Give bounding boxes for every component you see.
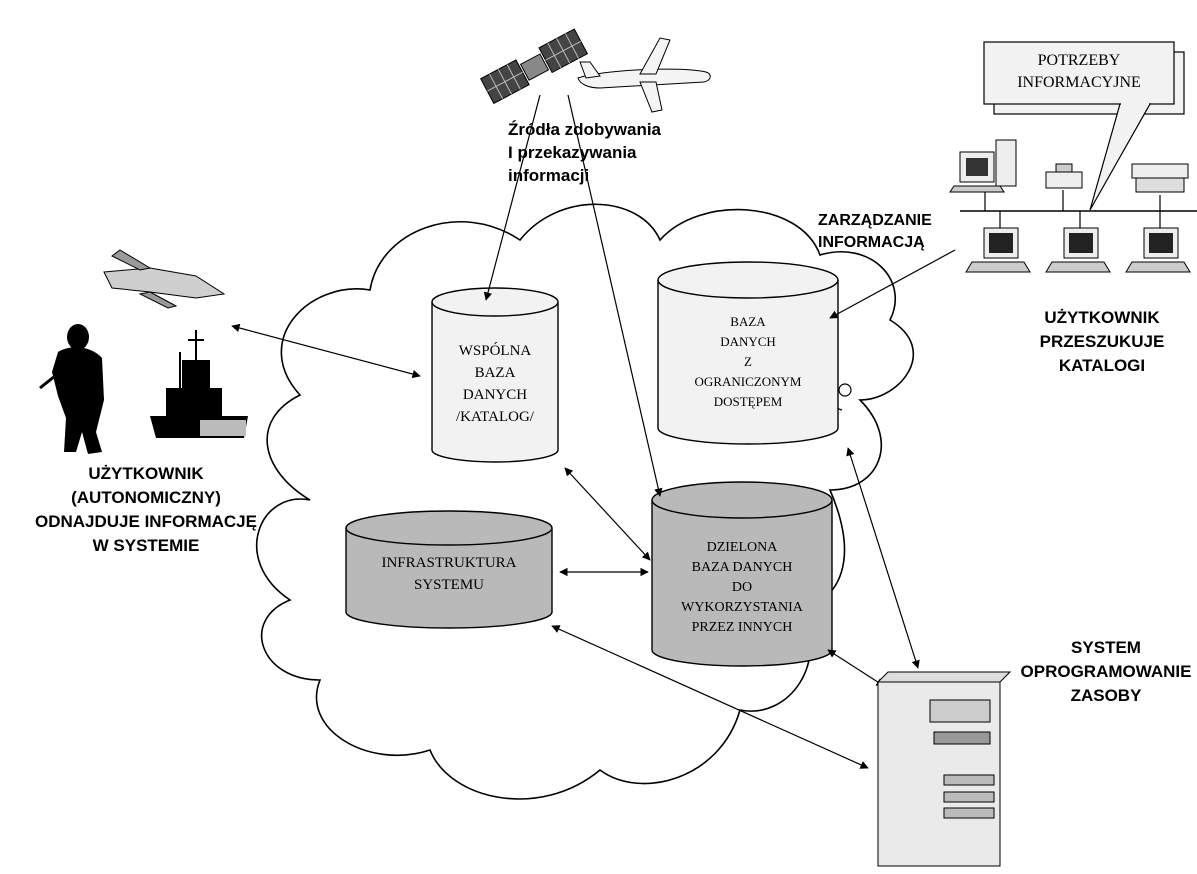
db-common-label-line: DANYCH [462,387,528,403]
arrow-infra-server [551,625,869,769]
sources-label-line: Źródła zdobywania [508,120,662,139]
arrow-management-restricted [829,249,956,319]
cloud-bump-circle [838,383,852,397]
system-label-line: OPROGRAMOWANIE [1020,662,1192,681]
arrow-user-common [231,323,421,379]
terminal-icon [965,227,1031,273]
db-restricted-label-line: Z [744,354,752,369]
terminal-icon [1045,227,1111,273]
db-shared-label: DZIELONA BAZA DANYCH DO WYKORZYSTANIA PR… [652,538,832,638]
db-infrastructure-label: INFRASTRUKTURA SYSTEMU [346,552,552,596]
db-restricted-label-line: DANYCH [720,334,776,349]
arrow-sources-shared [567,94,663,497]
db-common-cylinder [431,287,559,463]
needs-callout [983,41,1185,211]
needs-label-line: INFORMACYJNE [1017,74,1141,91]
db-shared-label-line: DZIELONA [706,540,778,555]
db-shared-label-line: PRZEZ INNYCH [691,620,793,635]
db-shared-label-line: BAZA DANYCH [691,560,793,575]
user-searches-label-line: KATALOGI [1058,356,1146,375]
needs-label-line: POTRZEBY [1037,52,1121,69]
user-searches-label-line: UŻYTKOWNIK [1044,308,1160,327]
db-shared-label-line: WYKORZYSTANIA [681,600,803,615]
user-searches-label-line: PRZESZUKUJE [1039,332,1165,351]
needs-callout-text: POTRZEBY INFORMACYJNE [984,50,1174,94]
arrow-common-shared [564,467,651,561]
db-restricted-cylinder [657,261,839,445]
db-restricted-label-line: OGRANICZONYM [694,374,802,389]
arrow-shared-server [827,649,885,687]
server-tower-icon [876,671,1012,867]
satellite-icon [480,28,589,105]
system-label-line: ZASOBY [1070,686,1142,705]
autonomous-user-label: UŻYTKOWNIK (AUTONOMICZNY) ODNAJDUJE INFO… [0,462,292,558]
printer-icon [1131,163,1189,193]
transport-plane-icon [577,37,711,113]
db-common-label: WSPÓLNA BAZA DANYCH /KATALOG/ [432,340,558,428]
sources-label-line: informacji [508,166,590,185]
db-common-label-line: WSPÓLNA [458,343,532,359]
db-common-label-line: /KATALOG/ [456,409,534,425]
db-infrastructure-label-line: INFRASTRUKTURA [381,555,517,571]
terminal-icon [1125,227,1191,273]
system-label-line: SYSTEM [1071,638,1141,657]
fighter-jet-icon [103,249,226,309]
management-label-line: INFORMACJĄ [818,234,925,251]
management-label-line: ZARZĄDZANIE [818,212,932,229]
sources-label: Źródła zdobywania I przekazywania inform… [508,118,661,187]
db-infrastructure-label-line: SYSTEMU [413,577,484,593]
arrow-sources-common [483,94,541,301]
soldier-icon [39,324,104,454]
db-restricted-label: BAZA DANYCH Z OGRANICZONYM DOSTĘPEM [658,312,838,412]
autonomous-user-label-line: W SYSTEMIE [92,536,200,555]
network-device-icon [1045,163,1083,189]
management-label: ZARZĄDZANIE INFORMACJĄ [818,210,932,254]
db-restricted-label-line: BAZA [730,314,766,329]
system-label: SYSTEM OPROGRAMOWANIE ZASOBY [1018,636,1194,708]
user-searches-label: UŻYTKOWNIK PRZESZUKUJE KATALOGI [1012,306,1192,378]
db-common-label-line: BAZA [474,365,516,381]
autonomous-user-label-line: (AUTONOMICZNY) [71,488,221,507]
warship-icon [150,330,248,438]
arrow-restricted-server [846,447,920,669]
sources-label-line: I przekazywania [508,143,637,162]
autonomous-user-label-line: ODNAJDUJE INFORMACJĘ [35,512,257,531]
db-shared-label-line: DO [731,580,753,595]
workstation-icon [949,139,1017,193]
db-restricted-label-line: DOSTĘPEM [713,394,783,409]
db-infrastructure-cylinder [345,510,553,629]
autonomous-user-label-line: UŻYTKOWNIK [88,464,204,483]
